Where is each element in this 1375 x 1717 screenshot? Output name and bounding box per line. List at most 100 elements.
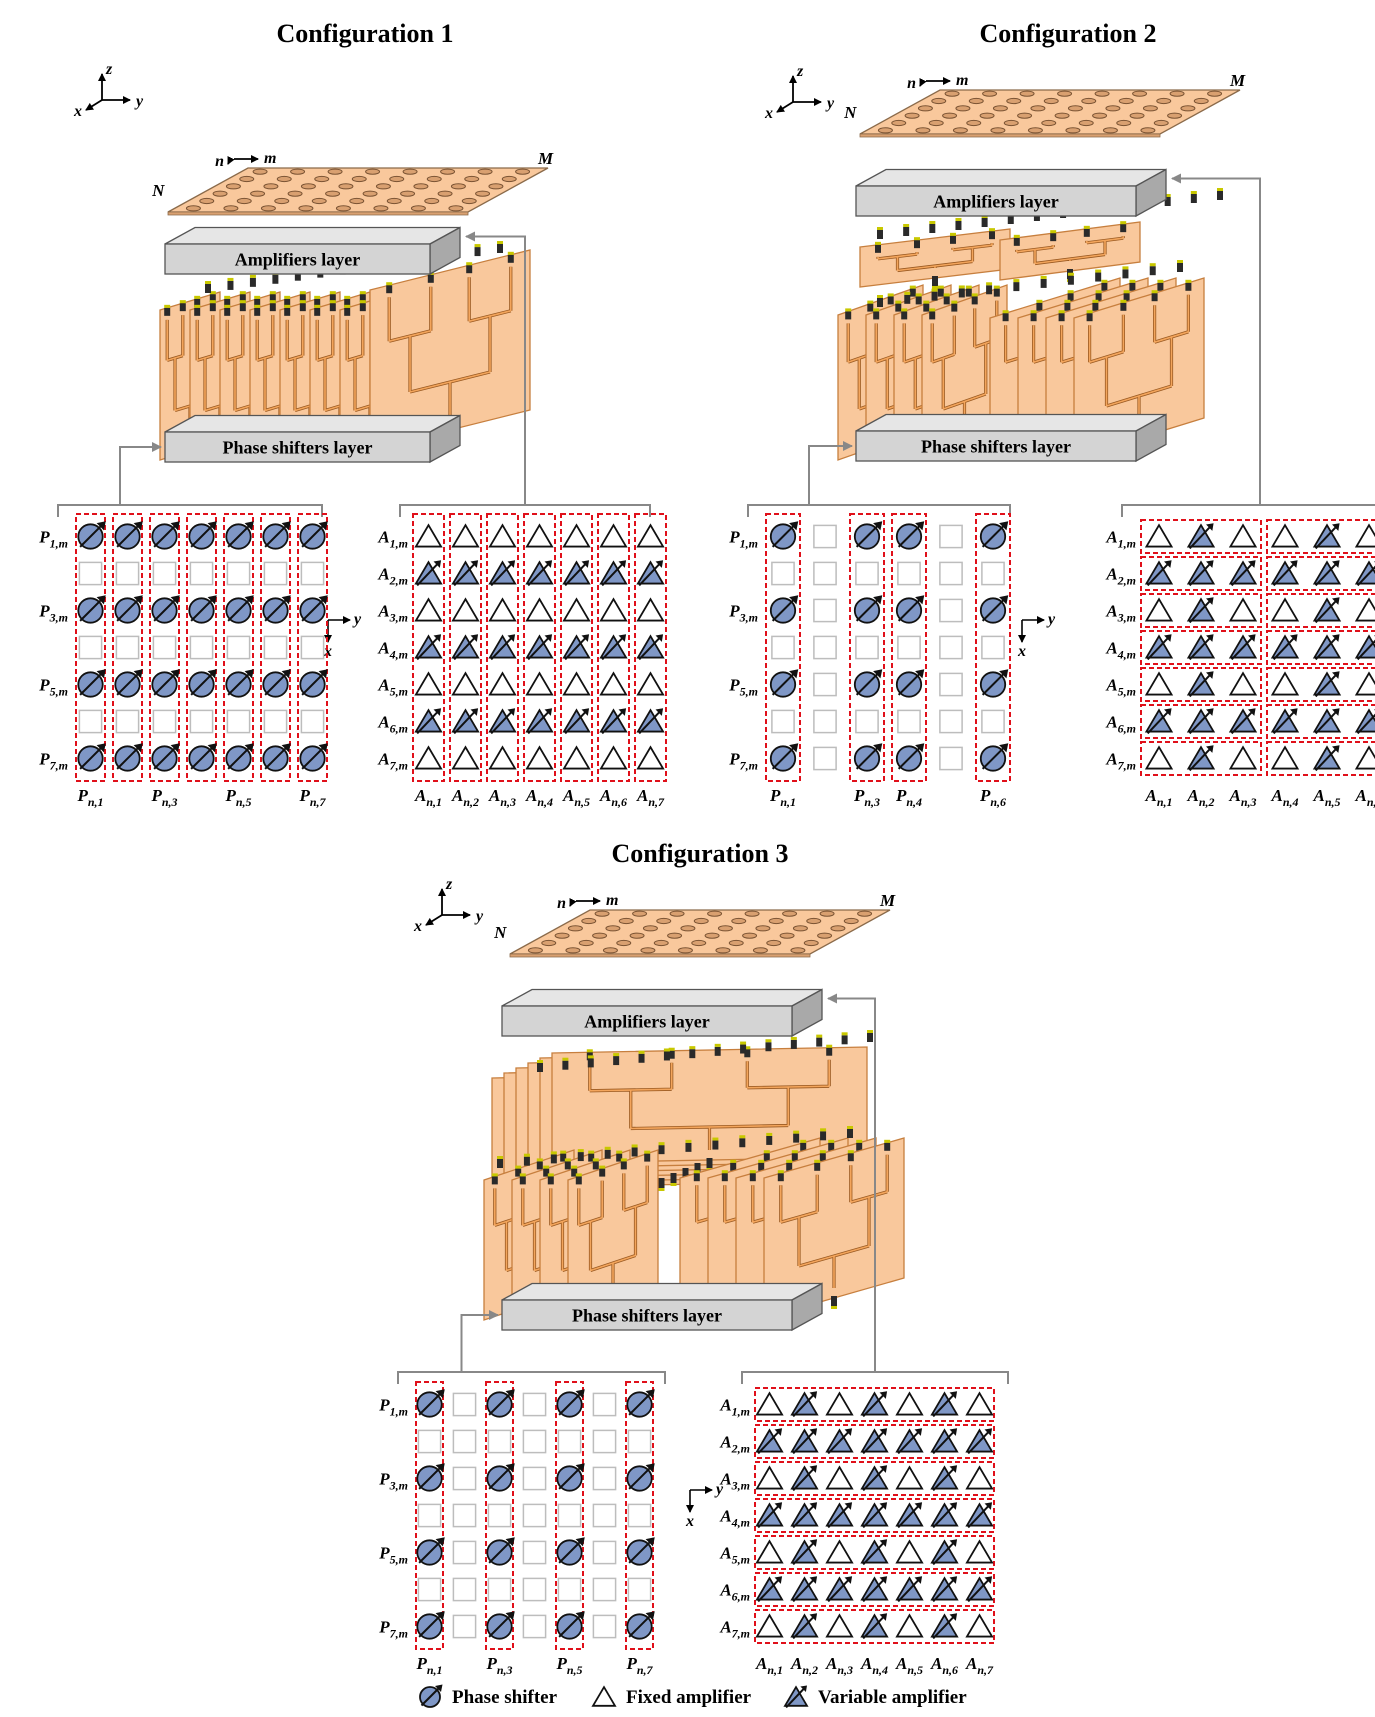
patch-element: [1153, 119, 1169, 127]
connector: [205, 284, 211, 293]
patch-element: [768, 917, 784, 925]
connector-top-tip: [224, 304, 231, 308]
phase-arrow: [981, 596, 1007, 622]
empty-slot-box: [226, 709, 251, 734]
x-label: x: [413, 918, 422, 935]
connector-top-tip: [1129, 279, 1136, 283]
y-label: y: [474, 908, 484, 925]
connector-top: [826, 1047, 833, 1056]
patch-element: [979, 112, 995, 119]
patch-element: [373, 205, 389, 212]
variable-arrow: [453, 562, 477, 587]
amp-col-label: An,5: [895, 1654, 923, 1677]
empty-slot-box: [226, 635, 251, 660]
phase-arrow: [116, 522, 142, 548]
connector: [877, 298, 883, 307]
variable-arrow: [1146, 562, 1170, 587]
patch-element: [375, 183, 391, 190]
fixed-amplifier-icon: [562, 597, 591, 622]
variable-arrowhead: [914, 1576, 923, 1584]
empty-slot-box: [627, 1577, 652, 1602]
connector-top-tip: [814, 1159, 821, 1163]
empty-slot-box: [592, 1577, 617, 1602]
patch-element: [1067, 105, 1083, 112]
ps-column-outline: [149, 513, 180, 782]
connector-top: [1013, 237, 1020, 246]
pcb-face: [763, 1137, 905, 1319]
axis-n-label: n: [907, 75, 916, 92]
fixed-amplifier-icon: [895, 1391, 924, 1416]
empty-slot-box: [813, 635, 837, 660]
x-label: x: [73, 103, 82, 120]
ps-column-outline: [765, 513, 801, 782]
empty-slot-box: [771, 709, 795, 734]
amp-column-outline: [634, 513, 667, 782]
variable-arrow: [453, 710, 477, 735]
connector-top-tip: [1067, 290, 1074, 294]
empty-slot-box: [981, 635, 1005, 660]
amplifiers-layer: Amplifiers layer: [501, 988, 823, 1038]
fixed-amplifier-icon: [488, 597, 517, 622]
patch-element: [728, 939, 744, 947]
connector-top-tip: [1120, 299, 1127, 303]
fixed-amplifier-icon: [451, 671, 480, 696]
connector-top-tip: [209, 291, 216, 295]
variable-arrow: [967, 1430, 991, 1455]
empty-slot-box: [487, 1429, 512, 1454]
fixed-amplifier-icon: [414, 745, 443, 770]
phase-arrow: [264, 744, 290, 770]
fixed-amplifier-icon: [1228, 671, 1258, 696]
variable-arrow: [490, 636, 514, 661]
connector-top-tip: [749, 1170, 756, 1174]
connector-tip: [205, 281, 211, 284]
slab-top: [501, 1282, 823, 1301]
empty-slot-box: [452, 1540, 477, 1565]
x-axis: [85, 99, 103, 111]
connector-top: [744, 1049, 751, 1058]
connector-top-tip: [329, 291, 336, 295]
patch-element: [578, 939, 594, 947]
connector-top-tip: [901, 308, 908, 312]
connector-top: [1083, 228, 1090, 237]
connector-top: [730, 1162, 737, 1171]
slab-top: [164, 414, 461, 433]
connector-tip: [523, 1153, 530, 1157]
patch-element: [185, 205, 201, 212]
pcb-board: [567, 1149, 659, 1321]
patch-element: [250, 190, 266, 197]
connector-top-tip: [586, 1049, 593, 1053]
connector: [714, 1046, 721, 1056]
connector-top: [800, 1142, 807, 1151]
variable-arrowhead: [879, 1576, 888, 1584]
patch-element: [567, 925, 583, 932]
fixed-amplifier-icon: [1144, 523, 1174, 548]
empty-slot-box: [78, 635, 103, 660]
variable-arrow: [1356, 713, 1375, 735]
fixed-amplifier-icon: [599, 671, 628, 696]
variable-arrowhead: [914, 1502, 923, 1510]
patch-element: [554, 932, 570, 939]
amp-row-label: A4,m: [719, 1507, 750, 1530]
connector-top-tip: [915, 293, 922, 297]
patch-element: [717, 925, 733, 932]
variable-arrowhead: [1332, 671, 1340, 679]
empty-slot-box: [189, 709, 214, 734]
patch-element: [742, 932, 758, 939]
fixed-amplifier-icon: [895, 1539, 924, 1564]
patch-element: [693, 917, 709, 925]
variable-arrow: [1314, 562, 1338, 587]
connector-tip: [1067, 272, 1074, 276]
patch-element: [426, 175, 442, 183]
empty-slot-box: [813, 524, 837, 549]
patch-element: [1094, 90, 1110, 97]
connector-top: [491, 1176, 498, 1185]
variable-arrowhead: [844, 1428, 853, 1436]
phase-arrowhead: [318, 595, 328, 605]
amp-row-label: A1,m: [1105, 528, 1136, 551]
connector-tip: [712, 1137, 719, 1141]
connector-top: [847, 1153, 854, 1162]
patch-element: [952, 127, 968, 134]
connector-top: [224, 298, 231, 307]
variable-arrow: [416, 636, 440, 661]
connector-top: [194, 307, 201, 316]
